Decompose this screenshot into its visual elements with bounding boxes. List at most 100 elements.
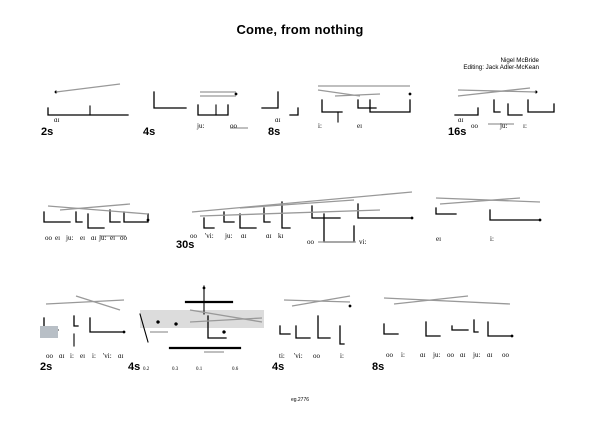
- pitch-line: [199, 209, 381, 217]
- pitch-line: [55, 83, 121, 93]
- staff-bracket: [357, 203, 413, 219]
- note-dot: [408, 92, 412, 96]
- staff-bracket: [435, 207, 457, 215]
- staff-bracket: [321, 99, 343, 113]
- pitch-line: [75, 295, 121, 311]
- phoneme-label: eɪ: [110, 234, 115, 242]
- staff-bracket: [109, 209, 121, 223]
- phoneme-label: vi:: [359, 238, 366, 246]
- pitch-line: [239, 199, 355, 209]
- phoneme-label: i:: [340, 352, 344, 360]
- note-dot: [538, 218, 542, 222]
- staff-bracket: [87, 213, 105, 229]
- staff-bracket: [295, 325, 311, 339]
- phoneme-label: eɪ: [357, 122, 362, 130]
- phoneme-label: eɪ: [80, 352, 85, 360]
- phoneme-label: ɑɪ: [54, 116, 60, 124]
- pitch-line: [291, 295, 351, 307]
- duration-marker: 4s: [143, 126, 155, 138]
- staff-bracket: [383, 323, 399, 335]
- phoneme-label: ju:: [432, 351, 440, 359]
- duration-marker: 8s: [268, 126, 280, 138]
- duration-marker: 4s: [272, 361, 284, 373]
- staff-bracket: [203, 217, 215, 229]
- staff-bracket: [153, 91, 187, 109]
- phoneme-label: ju:: [196, 122, 204, 130]
- duration-marker: 30s: [176, 239, 194, 251]
- pitch-line: [45, 299, 125, 305]
- phoneme-label: oo: [386, 351, 394, 359]
- staff-bracket: [47, 107, 129, 116]
- pitch-line: [457, 87, 531, 97]
- pitch-line: [457, 89, 537, 93]
- pitch-line: [383, 297, 511, 305]
- note-dot: [156, 320, 160, 324]
- phoneme-label: oo: [307, 238, 315, 246]
- staff-bracket: [425, 321, 441, 337]
- phoneme-label: ju:: [65, 234, 73, 242]
- phoneme-label: oo: [502, 351, 510, 359]
- staff-bracket: [43, 211, 71, 223]
- pitch-line: [59, 203, 131, 211]
- pitch-line: [283, 299, 351, 303]
- phoneme-label: ju:: [472, 351, 480, 359]
- phoneme-label: i:: [490, 235, 494, 243]
- composer-credit: Nigel McBride: [500, 57, 539, 64]
- staff-stem: [139, 313, 149, 343]
- note-dot: [174, 322, 178, 326]
- phoneme-label: kɪ: [278, 232, 284, 240]
- phoneme-label: ɑɪ: [460, 351, 466, 359]
- phoneme-label: ju:: [224, 232, 232, 240]
- staff-bracket: [123, 211, 149, 223]
- staff-bracket: [507, 103, 523, 116]
- staff-bracket: [311, 205, 341, 219]
- phoneme-label: ɑɪ: [458, 116, 464, 124]
- note-dot: [122, 330, 126, 334]
- duration-marker: 2s: [41, 126, 53, 138]
- staff-bracket: [239, 213, 257, 229]
- pitch-line: [439, 197, 521, 205]
- staff-bracket: [207, 315, 227, 339]
- staff-bracket: [261, 91, 279, 109]
- phoneme-label: 0.1: [196, 367, 203, 372]
- phoneme-label: eɪ: [80, 234, 85, 242]
- duration-marker: 16s: [448, 126, 466, 138]
- pitch-line: [189, 309, 263, 323]
- note-dot: [222, 330, 226, 334]
- note-dot: [146, 218, 150, 222]
- phoneme-label: 'vi:: [103, 352, 112, 360]
- pitch-line: [393, 295, 469, 305]
- phoneme-label: oo: [313, 352, 321, 360]
- shaded-block: [140, 310, 264, 328]
- staff-bracket: [487, 321, 513, 337]
- staff-bracket: [527, 99, 555, 113]
- staff-bracket: [339, 325, 345, 345]
- note-dot: [410, 216, 414, 220]
- pitch-line: [334, 93, 381, 97]
- phoneme-label: 0.3: [172, 367, 179, 372]
- staff-bracket: [89, 317, 125, 333]
- phoneme-label: 'vi:: [205, 232, 214, 240]
- staff-bracket: [357, 99, 377, 109]
- phoneme-label: 0.2: [143, 367, 150, 372]
- phoneme-label: eɪ: [436, 235, 441, 243]
- phoneme-label: oo: [447, 351, 455, 359]
- phoneme-label: ɪ:: [523, 122, 527, 130]
- editing-credit: Editing: Jack Adler-McKean: [463, 64, 539, 71]
- phoneme-label: ɑɪ: [118, 352, 124, 360]
- phoneme-label: i:: [70, 352, 74, 360]
- staff-bracket: [317, 315, 331, 339]
- staff-bracket: [197, 104, 229, 116]
- phoneme-label: i:: [401, 351, 405, 359]
- phoneme-label: oo: [190, 232, 198, 240]
- phoneme-label: ti:: [279, 352, 285, 360]
- phoneme-label: ɑɪ: [275, 116, 281, 124]
- phoneme-label: ju:: [499, 122, 507, 130]
- staff-bracket: [489, 209, 541, 221]
- phoneme-label: oo: [46, 352, 54, 360]
- note-dot: [202, 286, 206, 290]
- pitch-line: [47, 205, 149, 215]
- phoneme-label: ɑɪ: [241, 232, 247, 240]
- page-title: Come, from nothing: [236, 22, 364, 37]
